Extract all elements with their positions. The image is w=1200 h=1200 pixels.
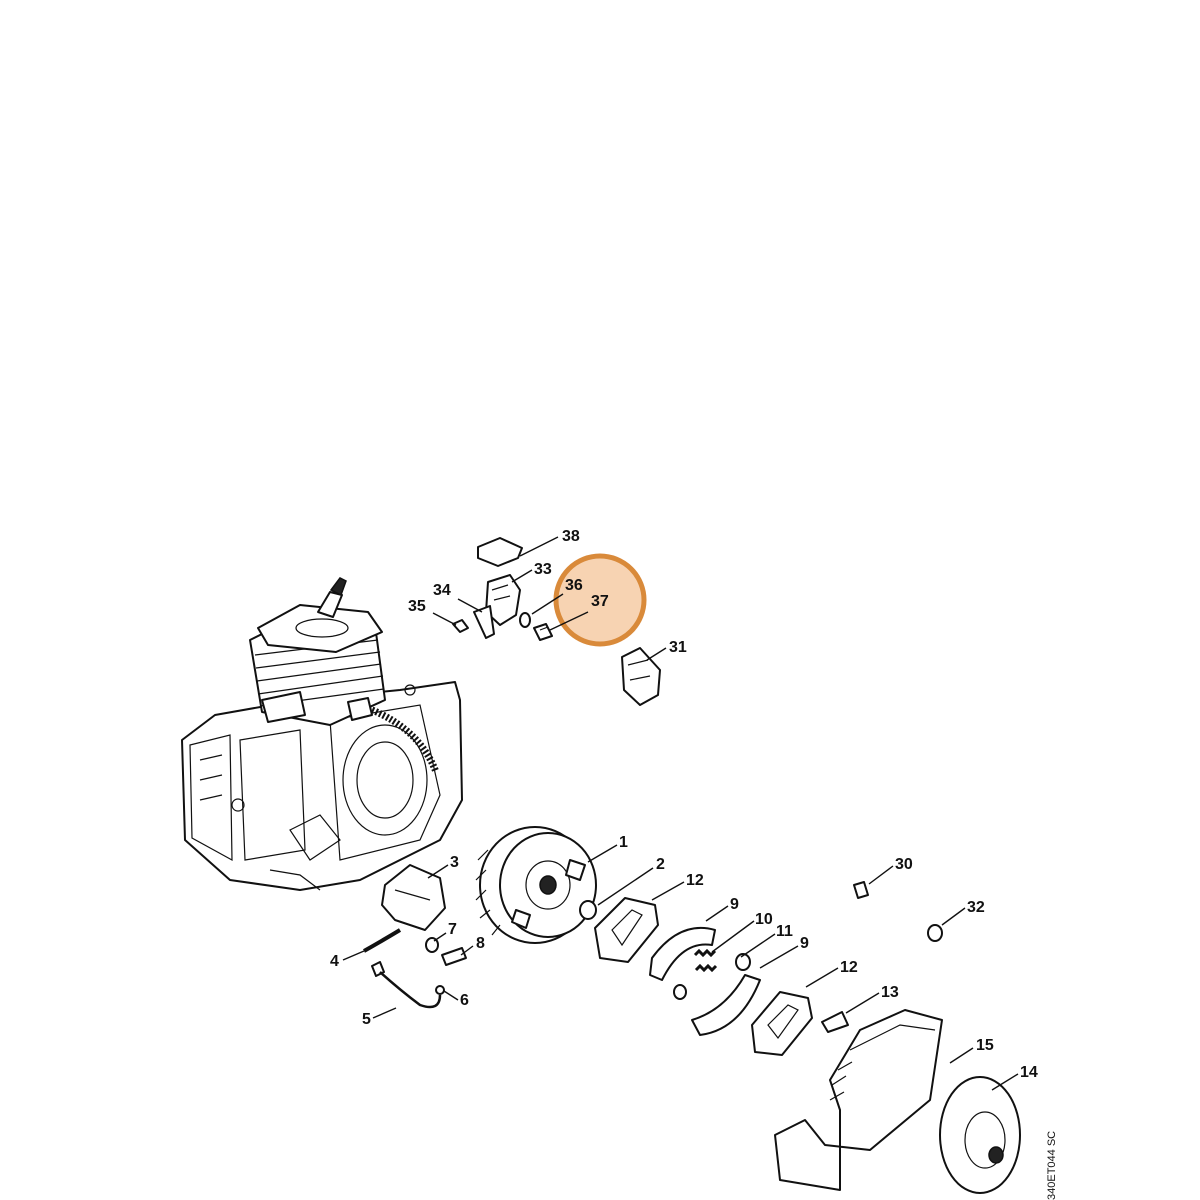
part-label-9b: 9	[800, 935, 809, 952]
leader-line-9a	[705, 905, 729, 922]
part-label-14: 14	[1020, 1064, 1038, 1081]
fan-housing-drawing	[774, 1009, 1021, 1194]
part-label-12b: 12	[840, 959, 858, 976]
ignition-module-drawing	[363, 864, 467, 1009]
part-label-34: 34	[433, 582, 451, 599]
part-label-35: 35	[408, 598, 426, 615]
part-label-15: 15	[976, 1037, 994, 1054]
leader-line-7	[433, 932, 447, 942]
leader-line-9b	[759, 945, 799, 969]
part-label-7: 7	[448, 921, 457, 938]
highlight-circle-part-37	[553, 553, 647, 647]
part-label-31: 31	[669, 639, 687, 656]
part-label-12a: 12	[686, 872, 704, 889]
leader-line-1	[587, 844, 618, 863]
small-parts-drawing	[452, 537, 661, 706]
part-label-3: 3	[450, 854, 459, 871]
part-label-6: 6	[460, 992, 469, 1009]
leader-line-38	[519, 536, 559, 557]
leader-line-2	[597, 867, 654, 906]
flywheel-drawing	[475, 826, 597, 944]
leader-line-5	[372, 1007, 397, 1019]
part-label-8: 8	[476, 935, 485, 952]
leader-line-35	[432, 612, 457, 626]
clutch-parts-drawing	[579, 897, 849, 1056]
part-label-33: 33	[534, 561, 552, 578]
leader-line-32	[941, 907, 966, 926]
part-label-10: 10	[755, 911, 773, 928]
part-label-9a: 9	[730, 896, 739, 913]
part-label-1: 1	[619, 834, 628, 851]
leader-line-11	[740, 933, 776, 958]
leader-line-8	[460, 945, 474, 956]
leader-line-3	[427, 864, 449, 879]
part-label-30: 30	[895, 856, 913, 873]
leader-line-13	[845, 992, 880, 1014]
leader-line-37	[549, 611, 589, 631]
part-label-38: 38	[562, 528, 580, 545]
spacer-parts-drawing	[853, 881, 943, 942]
leader-line-15	[949, 1047, 974, 1064]
leader-line-30	[868, 865, 894, 885]
part-label-11: 11	[776, 923, 793, 940]
leader-line-36	[531, 593, 564, 615]
leader-line-10	[711, 920, 755, 953]
part-labels: 3833343536373112129101191213151430323784…	[330, 528, 1038, 1081]
leader-line-4	[342, 950, 365, 961]
drawing-code: 340ET044 SC	[1046, 1131, 1058, 1200]
part-label-2: 2	[656, 856, 665, 873]
leader-line-12a	[651, 881, 685, 901]
part-label-13: 13	[881, 984, 899, 1001]
leader-line-14	[991, 1073, 1019, 1091]
leader-line-34	[457, 598, 483, 613]
part-label-32: 32	[967, 899, 985, 916]
leader-line-31	[646, 647, 667, 661]
leader-line-6	[443, 990, 459, 1001]
part-label-37: 37	[591, 593, 609, 610]
part-label-4: 4	[330, 953, 339, 970]
engine-crankcase-drawing	[181, 577, 463, 891]
leader-lines	[342, 536, 1019, 1091]
part-label-5: 5	[362, 1011, 371, 1028]
leader-line-12b	[805, 967, 839, 988]
part-label-36: 36	[565, 577, 583, 594]
leader-line-33	[511, 569, 533, 583]
